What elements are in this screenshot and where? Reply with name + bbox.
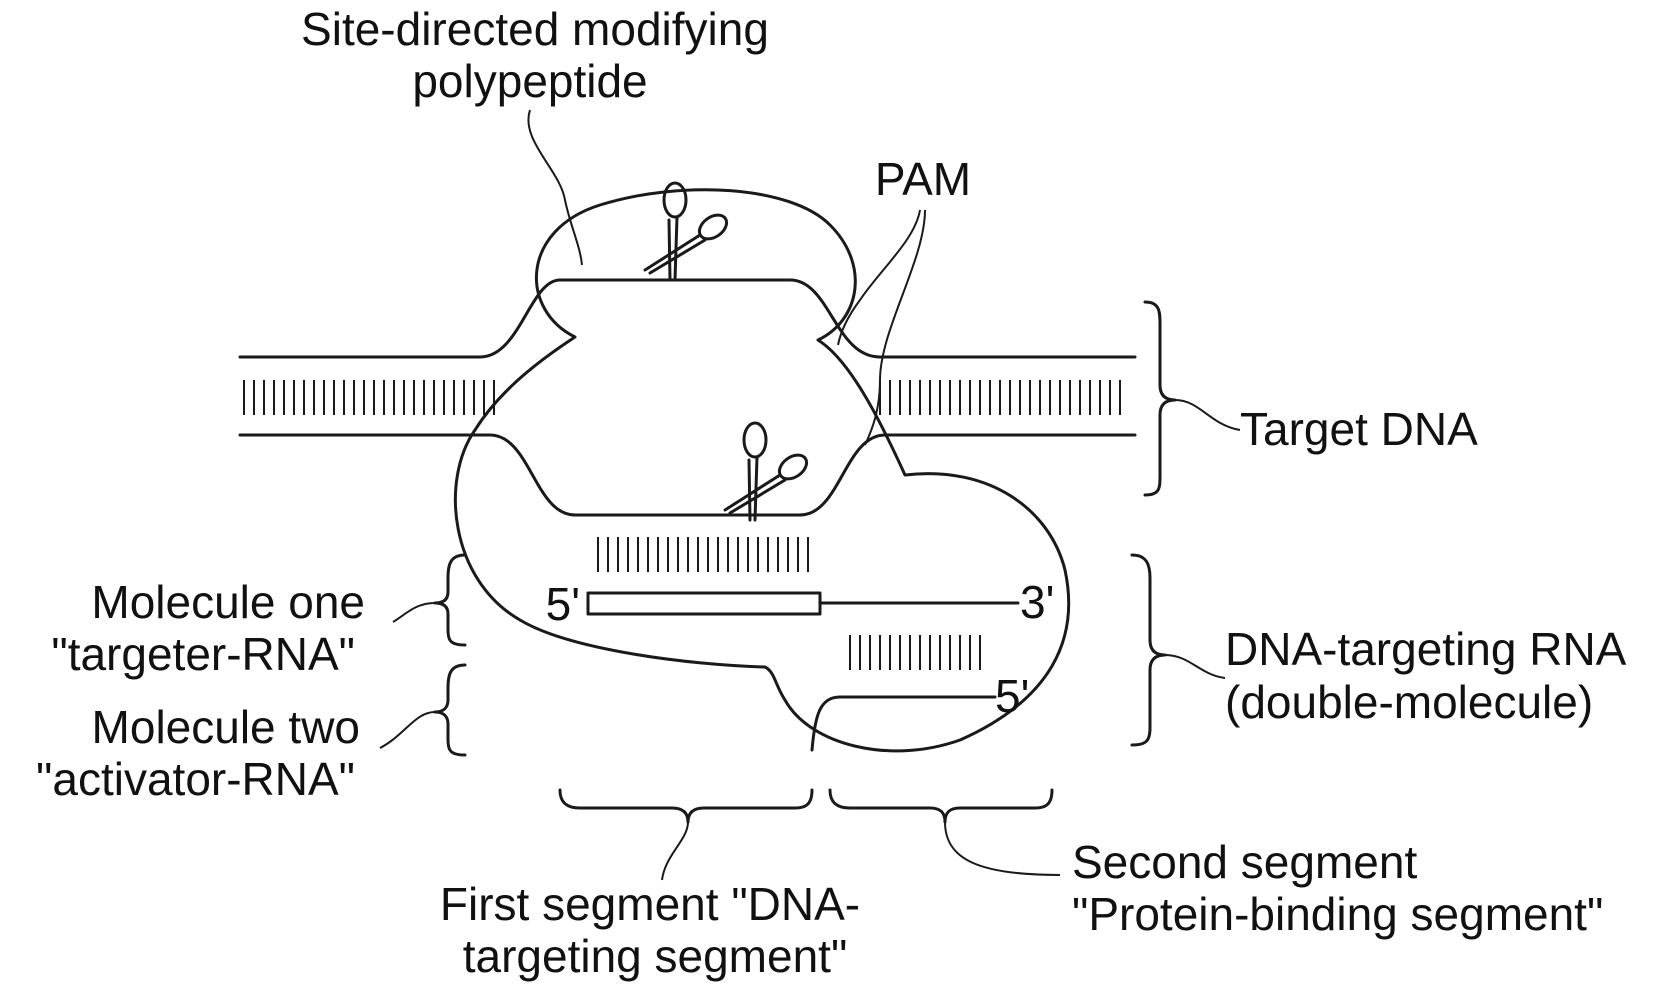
- rna-molecules: [586, 537, 1020, 752]
- pam-leader-1: [837, 209, 921, 346]
- leader-lines: [527, 109, 926, 446]
- dna-rna-pairing-ticks: [597, 537, 809, 572]
- second-segment-brace: [828, 788, 1054, 824]
- dna-top-strand: [238, 278, 1137, 359]
- molecule-one-brace-leader: [392, 602, 436, 623]
- scissors-icon-top: [643, 181, 729, 282]
- dna-targeting-rna-label-line1: DNA-targeting RNA: [1225, 623, 1627, 675]
- dna-targeting-rna-label-line2: (double-molecule): [1225, 676, 1593, 728]
- polypeptide-label-line2: polypeptide: [412, 55, 647, 107]
- first-segment-label-line2: targeting segment": [463, 930, 848, 982]
- second-segment-brace-leader: [944, 821, 1061, 876]
- pam-label: PAM: [875, 153, 971, 205]
- braces: [379, 300, 1241, 881]
- five-prime-left-label: 5': [546, 578, 580, 630]
- first-segment-brace: [558, 788, 814, 824]
- molecule-two-brace-leader: [379, 711, 436, 749]
- polypeptide-leader: [527, 109, 583, 266]
- molecule-two-brace: [433, 663, 467, 757]
- activator-rna-strand: [810, 695, 997, 752]
- labels: Site-directed modifying polypeptide PAM …: [36, 3, 1627, 982]
- dna-left-basepairs: [243, 380, 495, 415]
- polypeptide-outline: [453, 188, 1071, 753]
- dna-bottom-strand: [238, 433, 1137, 517]
- polypeptide-label-line1: Site-directed modifying: [301, 3, 769, 55]
- second-segment-label-line2: "Protein-binding segment": [1072, 888, 1603, 940]
- pam-leader-2: [864, 209, 926, 446]
- targeter-rna-segment: [586, 591, 822, 616]
- target-dna: [238, 278, 1137, 517]
- three-prime-label: 3': [1020, 576, 1054, 628]
- second-segment-label-line1: Second segment: [1072, 836, 1417, 888]
- molecule-one-brace: [433, 553, 467, 647]
- molecule-two-label-line2: "activator-RNA": [36, 753, 355, 805]
- molecule-two-label-line1: Molecule two: [92, 701, 360, 753]
- first-segment-brace-leader: [661, 821, 689, 881]
- first-segment-label-line1: First segment "DNA-: [440, 878, 860, 930]
- polypeptide-body: [453, 188, 1071, 753]
- scissors-icon-bottom: [723, 421, 809, 522]
- dna-right-basepairs: [879, 380, 1121, 415]
- dna-targeting-rna-brace-leader: [1164, 654, 1226, 679]
- target-dna-brace-leader: [1174, 399, 1241, 431]
- target-dna-brace: [1143, 300, 1177, 497]
- dna-targeting-rna-brace: [1130, 553, 1167, 747]
- rna-rna-pairing-ticks: [849, 635, 981, 670]
- molecule-one-label-line1: Molecule one: [91, 576, 365, 628]
- five-prime-right-label: 5': [995, 670, 1029, 722]
- target-dna-label: Target DNA: [1240, 403, 1478, 455]
- molecule-one-label-line2: "targeter-RNA": [51, 628, 355, 680]
